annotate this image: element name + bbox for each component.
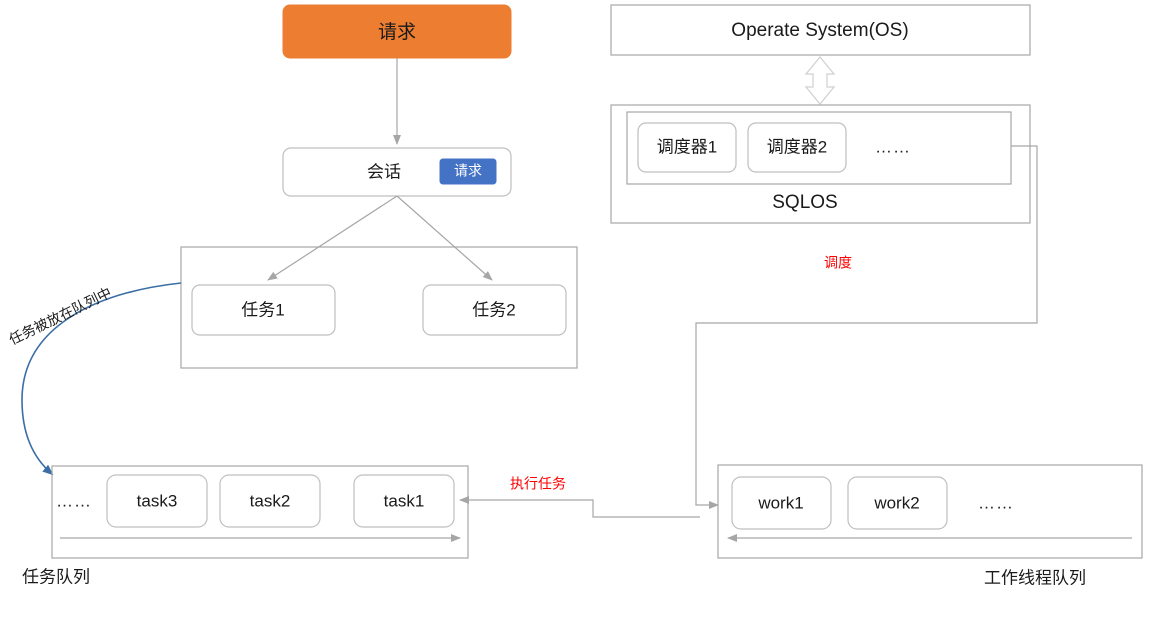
work2-label: work2 (873, 493, 919, 512)
task1-shape (191, 284, 336, 336)
operating-system-box[interactable]: Operate System(OS) (610, 4, 1031, 56)
os-box-shape (610, 4, 1031, 56)
connector-schedule-to-worker (695, 145, 1038, 509)
task1-queue-shape (353, 474, 455, 528)
sqlos-inner-shape (626, 111, 1012, 185)
work1-label: work1 (757, 493, 803, 512)
sqlos-label: SQLOS (772, 192, 837, 213)
scheduler1-shape (637, 122, 737, 173)
task2-shape (422, 284, 567, 336)
scheduler-ellipsis: …… (875, 137, 911, 156)
bidirectional-arrow-os-sqlos (804, 56, 836, 105)
task-queue-ellipsis: …… (56, 491, 92, 510)
task3-shape (106, 474, 208, 528)
task-queue-shape (51, 465, 469, 559)
task2-node[interactable]: 任务2 (422, 284, 567, 336)
request-box[interactable]: 请求 (282, 4, 512, 59)
scheduler1-label: 调度器1 (657, 137, 717, 156)
schedule-note-label: 调度 (824, 255, 852, 271)
task3-label: task3 (137, 491, 178, 510)
task-container-shape (180, 246, 578, 369)
request-box-label: 请求 (378, 21, 416, 43)
worker-queue-shape (717, 464, 1143, 559)
work2-shape (847, 476, 948, 530)
task3-node[interactable]: task3 (106, 474, 208, 528)
execute-note-label: 执行任务 (510, 476, 566, 492)
scheduler2-node[interactable]: 调度器2 (747, 122, 847, 173)
connector-execute-task (459, 496, 700, 518)
connector-enqueue-curve (21, 282, 182, 476)
connector-session-to-task2 (396, 195, 493, 281)
session-request-badge-label: 请求 (454, 163, 482, 179)
task-queue-container: …… task3 task2 task1 (51, 465, 469, 559)
task2-label: 任务2 (472, 300, 515, 319)
task-container: 任务1 任务2 (180, 246, 578, 369)
scheduler2-label: 调度器2 (767, 137, 827, 156)
worker-queue-caption: 工作线程队列 (984, 568, 1086, 587)
session-label: 会话 (367, 162, 401, 181)
sqlos-box: 调度器1 调度器2 …… SQLOS (610, 104, 1031, 224)
task2-queue-node[interactable]: task2 (219, 474, 321, 528)
connector-session-to-task1 (267, 195, 398, 281)
task2-queue-label: task2 (250, 491, 291, 510)
work2-node[interactable]: work2 (847, 476, 948, 530)
task1-label: 任务1 (241, 300, 284, 319)
worker-ellipsis: …… (978, 493, 1014, 512)
work1-node[interactable]: work1 (731, 476, 832, 530)
worker-queue-container: work1 work2 …… (717, 464, 1143, 559)
session-request-badge[interactable] (439, 158, 497, 185)
scheduler1-node[interactable]: 调度器1 (637, 122, 737, 173)
scheduler2-shape (747, 122, 847, 173)
os-label: Operate System(OS) (731, 20, 908, 41)
sqlos-outer-shape (610, 104, 1031, 224)
task1-queue-node[interactable]: task1 (353, 474, 455, 528)
task1-node[interactable]: 任务1 (191, 284, 336, 336)
task-queue-caption: 任务队列 (22, 567, 90, 586)
task2-queue-shape (219, 474, 321, 528)
enqueue-note-label: 任务被放在队列中 (6, 284, 114, 347)
session-box[interactable]: 会话 请求 (282, 147, 512, 197)
work1-shape (731, 476, 832, 530)
task1-queue-label: task1 (384, 491, 425, 510)
